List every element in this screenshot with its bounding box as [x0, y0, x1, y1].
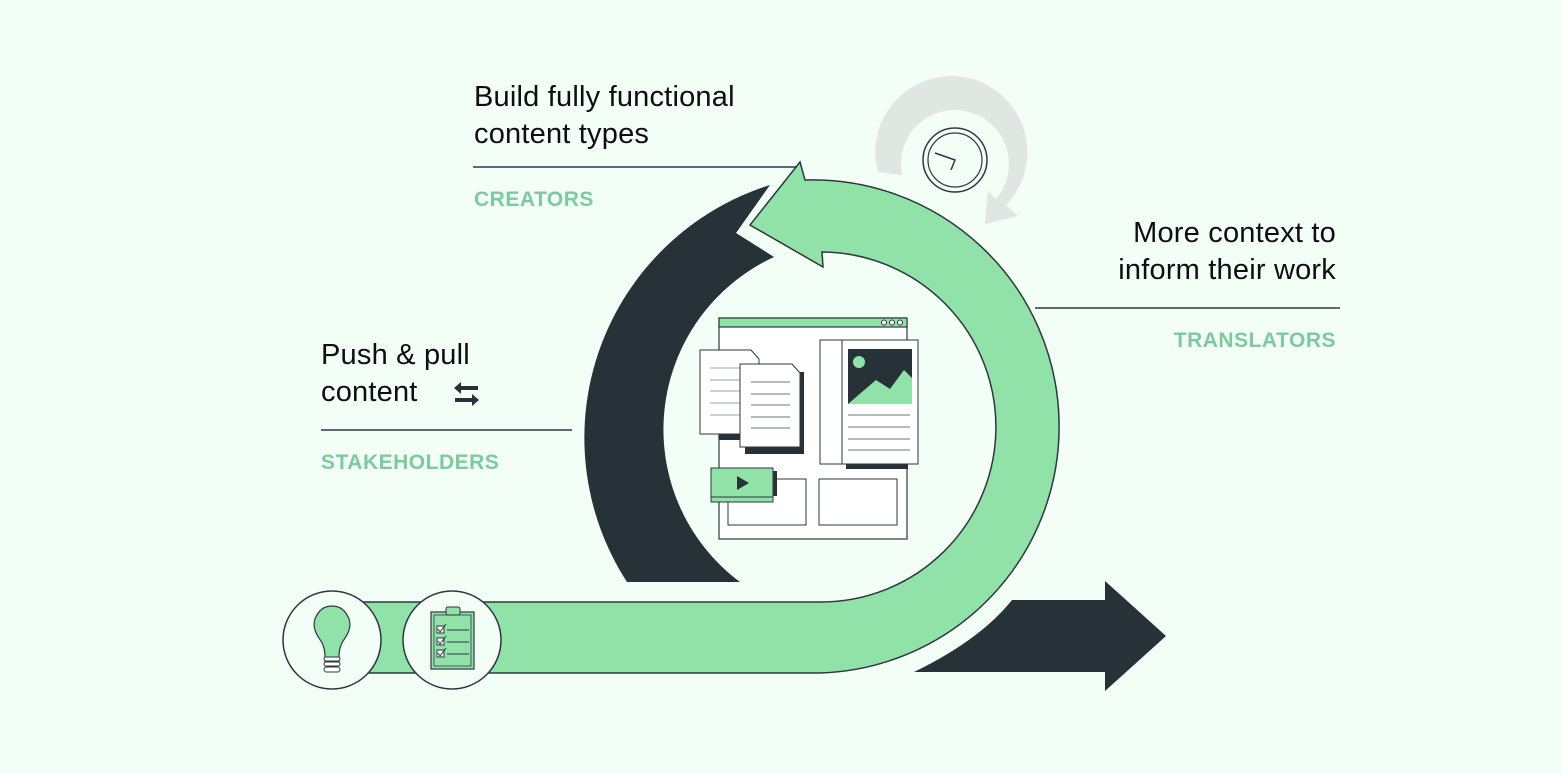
- swap-arrows-icon: [454, 382, 479, 406]
- lightbulb-icon: [282, 590, 382, 690]
- stakeholders-heading-line-2: content: [321, 376, 418, 408]
- stakeholders-role-label: STAKEHOLDERS: [321, 451, 500, 474]
- translators-heading-line-2: inform their work: [1118, 254, 1336, 286]
- stakeholders-heading-line-1: Push & pull: [321, 339, 470, 371]
- stakeholders-heading: Push & pull content: [321, 337, 470, 411]
- refresh-arrow-icon: [875, 76, 1028, 224]
- content-browser-illustration: [699, 317, 919, 540]
- dark-cycle-arrow: [584, 185, 774, 582]
- creators-role-label: CREATORS: [474, 188, 594, 211]
- forward-arrow-icon: [914, 581, 1166, 691]
- creators-heading-line-1: Build fully functional: [474, 81, 735, 113]
- video-play-icon: [710, 467, 777, 503]
- clipboard-checklist-icon: [402, 590, 502, 690]
- translators-role-label: TRANSLATORS: [1173, 329, 1336, 352]
- clock-icon: [922, 127, 988, 193]
- creators-heading-line-2: content types: [474, 118, 650, 150]
- translators-heading: More context to inform their work: [1118, 215, 1336, 289]
- creators-heading: Build fully functional content types: [474, 79, 735, 153]
- translators-heading-line-1: More context to: [1133, 217, 1336, 249]
